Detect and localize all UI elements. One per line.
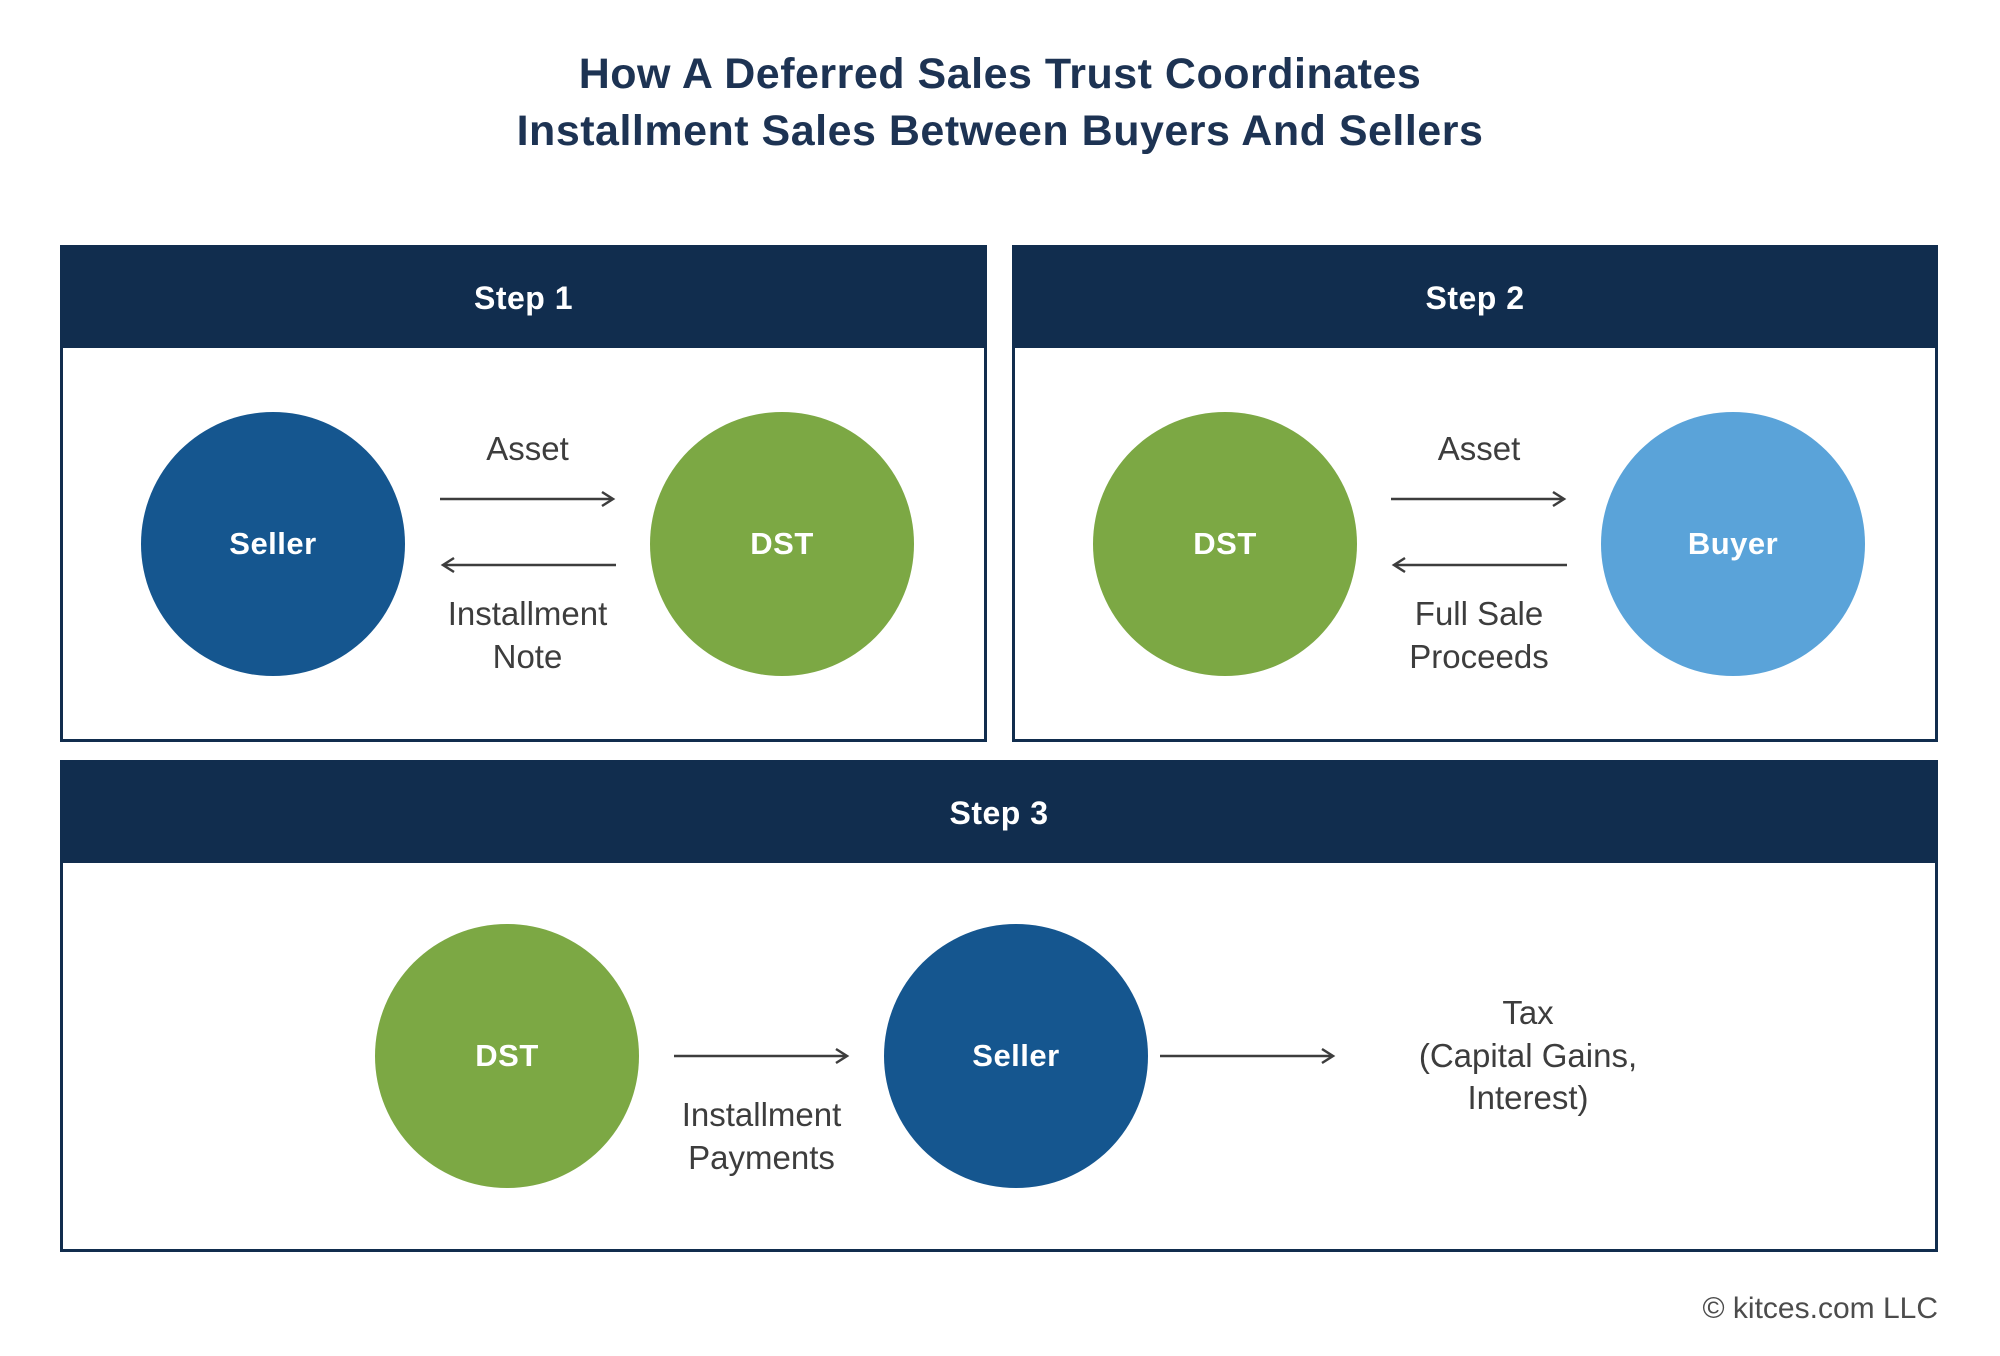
arrow-left-icon (1391, 556, 1567, 574)
footer-copyright: © kitces.com LLC (1702, 1292, 1938, 1325)
full-sale-proceeds-label: Full Sale Proceeds (1409, 595, 1549, 675)
arrow-right-icon (1391, 490, 1567, 508)
step-1-header: Step 1 (63, 248, 984, 348)
step-1-body: Seller Asset Installment Note DST (63, 348, 984, 739)
step-3-output-arrow (1148, 863, 1348, 1249)
tax-label: Tax (Capital Gains, Interest) (1418, 993, 1638, 1117)
step-2-header: Step 2 (1015, 248, 1935, 348)
seller-node: Seller (141, 411, 405, 676)
step-2-exchange: Asset Full Sale Proceeds (1357, 408, 1601, 679)
step-3-exchange: Installment Payments (639, 863, 884, 1249)
arrow-right-icon (1160, 1047, 1336, 1065)
seller-node: Seller (884, 924, 1148, 1188)
step-1-panel: Step 1 Seller Asset Installment Note DST (60, 245, 987, 742)
step-1-exchange: Asset Installment Note (405, 408, 650, 679)
installment-note-label: Installment Note (447, 595, 608, 675)
installment-payments-label: Installment Payments (681, 1096, 842, 1176)
arrow-left-icon (440, 556, 616, 574)
tax-output: Tax (Capital Gains, Interest) (1348, 863, 1708, 1249)
step-2-panel: Step 2 DST Asset Full Sale Proceeds Buye… (1012, 245, 1938, 742)
step-2-title: Step 2 (1425, 279, 1525, 316)
step-2-body: DST Asset Full Sale Proceeds Buyer (1015, 348, 1935, 739)
page-title: How A Deferred Sales Trust Coordinates I… (516, 50, 1484, 155)
asset-label: Asset (1437, 430, 1521, 468)
step-3-header: Step 3 (63, 763, 1935, 863)
asset-label: Asset (486, 430, 569, 468)
step-3-panel: Step 3 DST Installment Payments Seller T… (60, 760, 1938, 1252)
arrow-right-icon (439, 490, 615, 508)
step-3-body: DST Installment Payments Seller Tax (Cap… (63, 863, 1935, 1249)
dst-node: DST (375, 924, 639, 1188)
dst-node: DST (650, 411, 914, 676)
step-1-title: Step 1 (473, 279, 574, 316)
step-3-title: Step 3 (949, 794, 1049, 831)
buyer-node: Buyer (1601, 411, 1865, 676)
dst-node: DST (1093, 411, 1357, 676)
arrow-right-icon (673, 1047, 849, 1065)
